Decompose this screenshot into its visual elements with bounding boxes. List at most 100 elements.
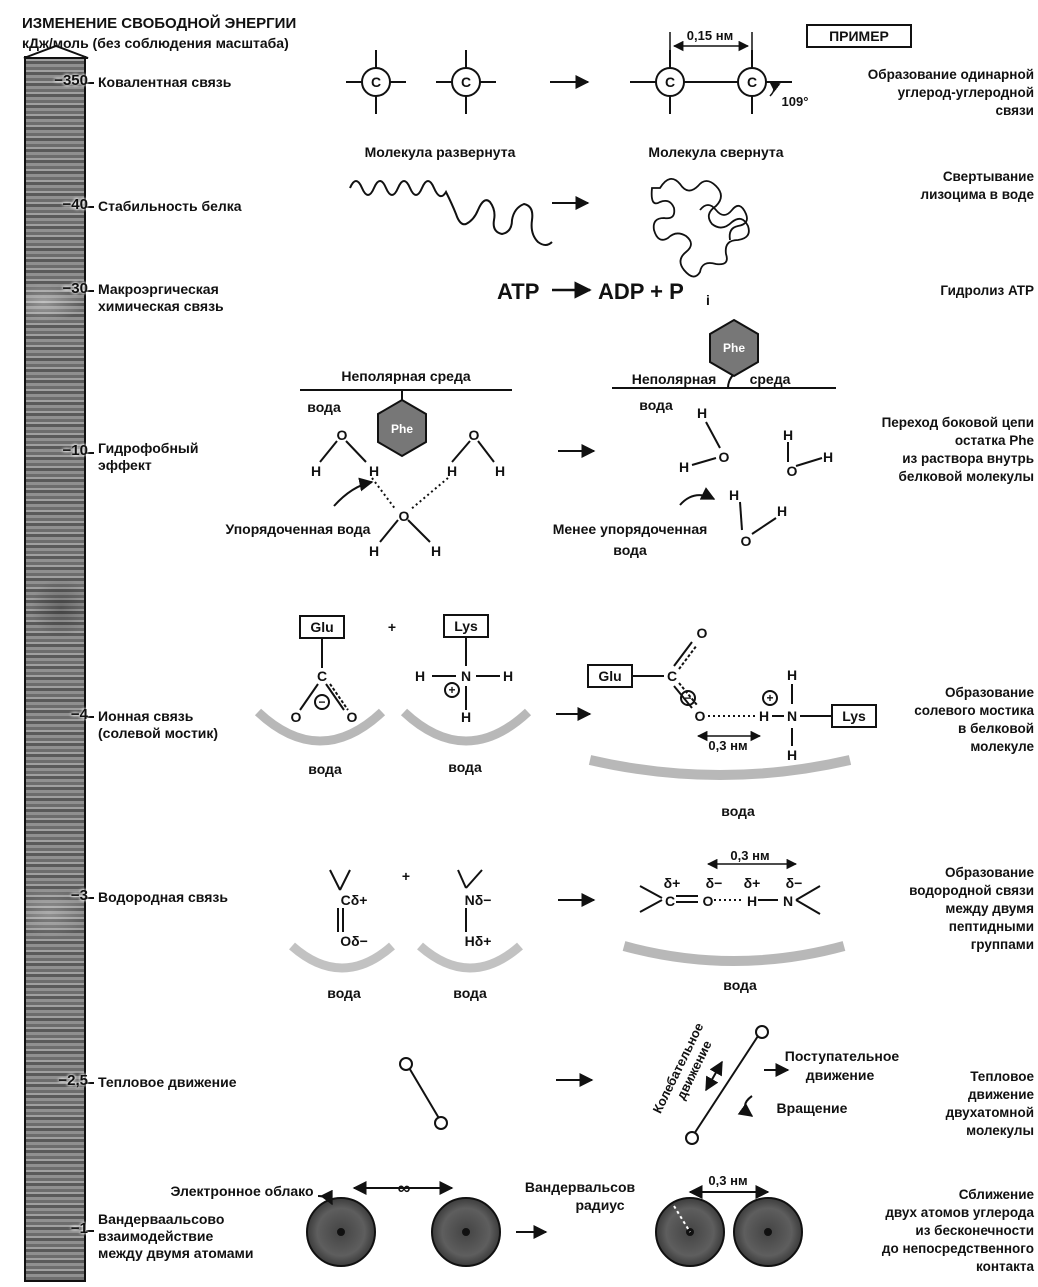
svg-text:O: O (347, 709, 358, 725)
water-label-2: вода (639, 397, 673, 413)
svg-text:H: H (461, 709, 471, 725)
carbon-atom-4: C (747, 74, 757, 90)
svg-text:C: C (665, 893, 675, 909)
level-tick (86, 206, 94, 208)
example-text: Переход боковой цепи остатка Phe из раст… (881, 415, 1034, 484)
water-label-1: вода (307, 399, 341, 415)
nonpolar-b-label: среда (750, 371, 791, 387)
folded-label: Молекула свернута (648, 144, 783, 160)
example-text: Образование водородной связи между двумя… (909, 865, 1034, 952)
svg-text:N: N (461, 668, 471, 684)
carbon-labels: C C C C 0,15 нм 109° (371, 28, 809, 109)
rotation-label: Вращение (777, 1100, 848, 1116)
level-label: Макроэргическая химическая связь (98, 281, 224, 314)
svg-text:−: − (684, 691, 691, 705)
example-text: Тепловое движение двухатомной молекулы (945, 1069, 1034, 1138)
level-tick (86, 1230, 94, 1232)
phe-label-2: Phe (723, 341, 745, 355)
svg-text:H: H (503, 668, 513, 684)
axis-units: кДж/моль (без соблюдения масштаба) (22, 35, 289, 51)
example-header-box: ПРИМЕР (806, 24, 912, 48)
level-label: Стабильность белка (98, 198, 242, 214)
vdw-distance-label: 0,3 нм (708, 1173, 747, 1188)
glu-label-1: Glu (310, 619, 333, 635)
svg-text:Oδ−: Oδ− (340, 933, 368, 949)
svg-text:H: H (369, 463, 379, 479)
carbon-atom-2: C (461, 74, 471, 90)
adp-label: ADP + P (598, 279, 684, 304)
level-label: Ковалентная связь (98, 74, 232, 90)
svg-text:H: H (415, 668, 425, 684)
hydrophobic-example (300, 318, 836, 543)
svg-text:O: O (719, 449, 730, 465)
svg-text:O: O (469, 427, 480, 443)
svg-text:H: H (369, 543, 379, 559)
level-label: Ионная связь (солевой мостик) (98, 708, 219, 741)
ionic-example (254, 614, 877, 780)
svg-text:H: H (777, 503, 787, 519)
vdw-radius-label-2: радиус (575, 1197, 624, 1213)
svg-text:H: H (447, 463, 457, 479)
level-tick (86, 290, 94, 292)
svg-text:O: O (695, 708, 706, 724)
svg-text:C: C (317, 668, 327, 684)
carbon-atom-3: C (665, 74, 675, 90)
angle-label: 109° (782, 94, 809, 109)
svg-text:Nδ−: Nδ− (465, 892, 492, 908)
example-text: Образование одинарной углерод-углеродной… (867, 67, 1034, 118)
water-label-6: вода (327, 985, 361, 1001)
svg-text:H: H (823, 449, 833, 465)
water-label-7: вода (453, 985, 487, 1001)
water-label-3: вода (308, 761, 342, 777)
vdw-radius-label-1: Вандервальсов (525, 1179, 636, 1195)
scale-arrow-icon (23, 44, 89, 59)
infinity-label: ∞ (398, 1178, 411, 1198)
water-label-5: вода (721, 803, 755, 819)
bond-length-label: 0,15 нм (687, 28, 733, 43)
lys-label-2: Lys (842, 708, 866, 724)
ionic-distance-label: 0,3 нм (708, 738, 747, 753)
covalent-example (346, 32, 792, 114)
svg-text:H: H (495, 463, 505, 479)
water-label-8: вода (723, 977, 757, 993)
atp-label: ATP (497, 279, 539, 304)
example-text: Образование солевого мостика в белковой … (914, 685, 1034, 754)
level-value: −350 (54, 72, 88, 89)
hydrogen-bond-example (289, 858, 846, 973)
level-label: Водородная связь (98, 889, 228, 905)
svg-text:O: O (787, 463, 798, 479)
svg-text:−: − (318, 695, 325, 709)
electron-cloud-label: Электронное облако (170, 1183, 313, 1199)
level-tick (86, 1082, 94, 1084)
level-value: −3 (70, 887, 88, 904)
translation-label-1: Поступательное (785, 1048, 900, 1064)
level-label: Вандерваальсово взаимодействие между дву… (98, 1211, 254, 1261)
vdw-example (306, 1181, 803, 1267)
svg-text:O: O (399, 508, 410, 524)
nonpolar-env-label: Неполярная среда (341, 368, 470, 384)
svg-text:N: N (783, 893, 793, 909)
level-tick (86, 716, 94, 718)
svg-text:O: O (291, 709, 302, 725)
example-text: Гидролиз ATP (940, 283, 1034, 298)
svg-text:H: H (431, 543, 441, 559)
lys-label-1: Lys (454, 618, 478, 634)
svg-text:Hδ+: Hδ+ (465, 933, 492, 949)
svg-text:δ−: δ− (706, 875, 723, 891)
svg-text:O: O (697, 625, 708, 641)
nonpolar-a-label: Неполярная (632, 371, 717, 387)
ordered-water-label: Упорядоченная вода (226, 521, 371, 537)
svg-text:O: O (703, 893, 714, 909)
svg-text:O: O (337, 427, 348, 443)
level-tick (86, 452, 94, 454)
protein-folding-example (349, 178, 750, 278)
svg-text:O: O (741, 533, 752, 549)
unfolded-label: Молекула развернута (365, 144, 516, 160)
svg-text:H: H (783, 427, 793, 443)
thermal-motion-example (399, 1025, 790, 1145)
svg-text:+: + (766, 691, 773, 705)
plus-2: + (402, 868, 410, 884)
phe-label-1: Phe (391, 422, 413, 436)
level-label: Гидрофобный эффект (98, 440, 199, 473)
carbon-atom-1: C (371, 74, 381, 90)
